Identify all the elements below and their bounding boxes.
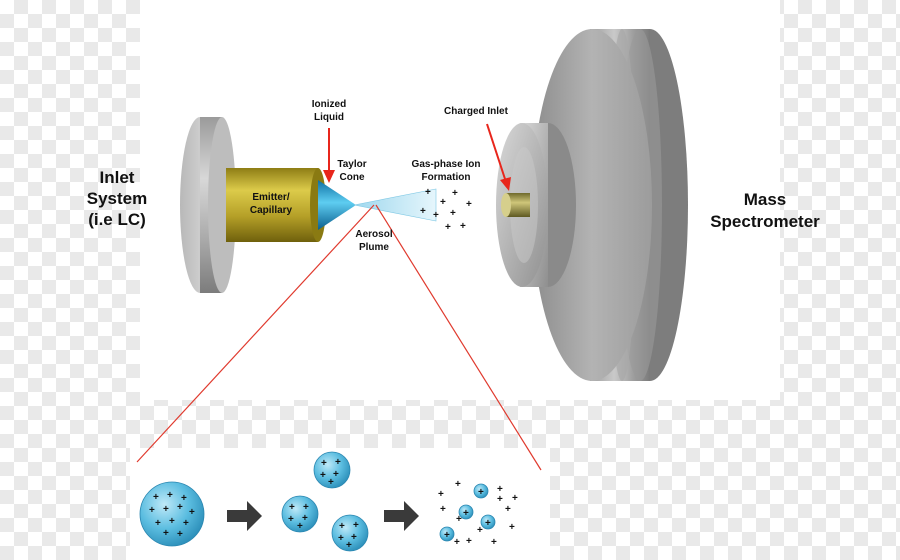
medium-droplet: +++++ [313, 451, 351, 489]
aerosol-plume-label-line2: Plume [359, 242, 389, 253]
charge-symbol: + [149, 505, 155, 516]
charge-symbol: + [505, 504, 511, 515]
charge-symbol: + [303, 502, 309, 513]
charge-symbol: + [328, 477, 334, 488]
charge-symbol: + [320, 470, 326, 481]
small-droplet: + [473, 483, 489, 499]
charge-symbol: + [288, 514, 294, 525]
charge-symbol: + [444, 530, 450, 541]
inlet-system-label-line3: (i.e LC) [88, 210, 146, 229]
charge-symbol: + [289, 502, 295, 513]
mass-spectrometer-body [496, 29, 688, 381]
zoom-lines [136, 204, 542, 471]
charge-symbol: + [485, 518, 491, 529]
gas-phase-label-line2: Formation [422, 172, 471, 183]
inlet-system-label-line1: Inlet [100, 168, 135, 187]
svg-text:+: + [466, 199, 472, 210]
charge-symbol: + [440, 504, 446, 515]
charge-symbol: + [297, 521, 303, 532]
charge-symbol: + [339, 521, 345, 532]
gas-phase-ions: + + + + + + + + + [420, 187, 472, 233]
charge-symbol: + [163, 504, 169, 515]
charge-symbol: + [454, 537, 460, 548]
charge-symbol: + [353, 520, 359, 531]
charge-symbol: + [338, 533, 344, 544]
charge-symbol: + [497, 484, 503, 495]
step-arrow-icon [227, 501, 262, 531]
ionized-liquid-label-line2: Liquid [314, 112, 344, 123]
charge-symbol: + [155, 518, 161, 529]
charge-symbol: + [455, 479, 461, 490]
red-pointer-arrow-icon [486, 123, 511, 191]
emitter-label-line2: Capillary [250, 205, 293, 216]
charge-symbol: + [189, 507, 195, 518]
charge-symbol: + [333, 469, 339, 480]
step-arrow-icon [384, 501, 419, 531]
charged-inlet-label: Charged Inlet [444, 106, 509, 117]
charge-symbol: + [509, 522, 515, 533]
charge-symbol: + [302, 513, 308, 524]
svg-text:+: + [452, 188, 458, 199]
medium-droplet: +++++ [331, 514, 369, 552]
charge-symbol: + [153, 492, 159, 503]
charge-symbol: + [346, 540, 352, 551]
charge-symbol: + [351, 532, 357, 543]
charge-symbol: + [321, 458, 327, 469]
ionized-liquid-label-line1: Ionized [312, 99, 346, 110]
mass-spectrometer-label-line2: Spectrometer [710, 212, 820, 231]
mass-spectrometer-label-line1: Mass [744, 190, 787, 209]
svg-text:+: + [440, 197, 446, 208]
charge-symbol: + [497, 494, 503, 505]
large-droplet: ++++++++++++ [139, 481, 205, 547]
svg-text:+: + [420, 206, 426, 217]
taylor-cone-label-line2: Cone [340, 172, 365, 183]
charge-symbol: + [169, 516, 175, 527]
inlet-system-flange [180, 117, 236, 293]
svg-text:+: + [460, 221, 466, 232]
emitter-label-line1: Emitter/ [252, 192, 289, 203]
charge-symbol: + [183, 518, 189, 529]
taylor-cone-label-line1: Taylor [337, 159, 366, 170]
aerosol-plume [353, 188, 437, 222]
charge-symbol: + [335, 457, 341, 468]
charge-symbol: + [466, 536, 472, 547]
charge-symbol: + [463, 508, 469, 519]
aerosol-plume-label-line1: Aerosol [355, 229, 392, 240]
charged-inlet [501, 193, 530, 217]
svg-text:+: + [433, 210, 439, 221]
charge-symbol: + [177, 502, 183, 513]
small-droplet: + [480, 514, 496, 530]
small-droplet: + [458, 504, 474, 520]
charge-symbol: + [478, 487, 484, 498]
charge-symbol: + [512, 493, 518, 504]
inlet-system-label-line2: System [87, 189, 147, 208]
medium-droplet: +++++ [281, 495, 319, 533]
svg-text:+: + [425, 187, 431, 198]
charge-symbol: + [456, 514, 462, 525]
charge-symbol: + [438, 489, 444, 500]
charge-symbol: + [167, 490, 173, 501]
charge-symbol: + [491, 537, 497, 548]
droplet-sequence: ++++++++++++++++++++++++++++++++++++++++… [139, 451, 518, 552]
svg-text:+: + [445, 222, 451, 233]
red-pointer-arrow-icon [323, 128, 335, 183]
gas-phase-label-line1: Gas-phase Ion [412, 159, 481, 170]
svg-text:+: + [450, 208, 456, 219]
small-droplet: + [439, 526, 455, 542]
charge-symbol: + [163, 528, 169, 539]
charge-symbol: + [181, 493, 187, 504]
taylor-cone [318, 180, 356, 230]
charge-symbol: + [177, 529, 183, 540]
charge-symbol: + [477, 525, 483, 536]
